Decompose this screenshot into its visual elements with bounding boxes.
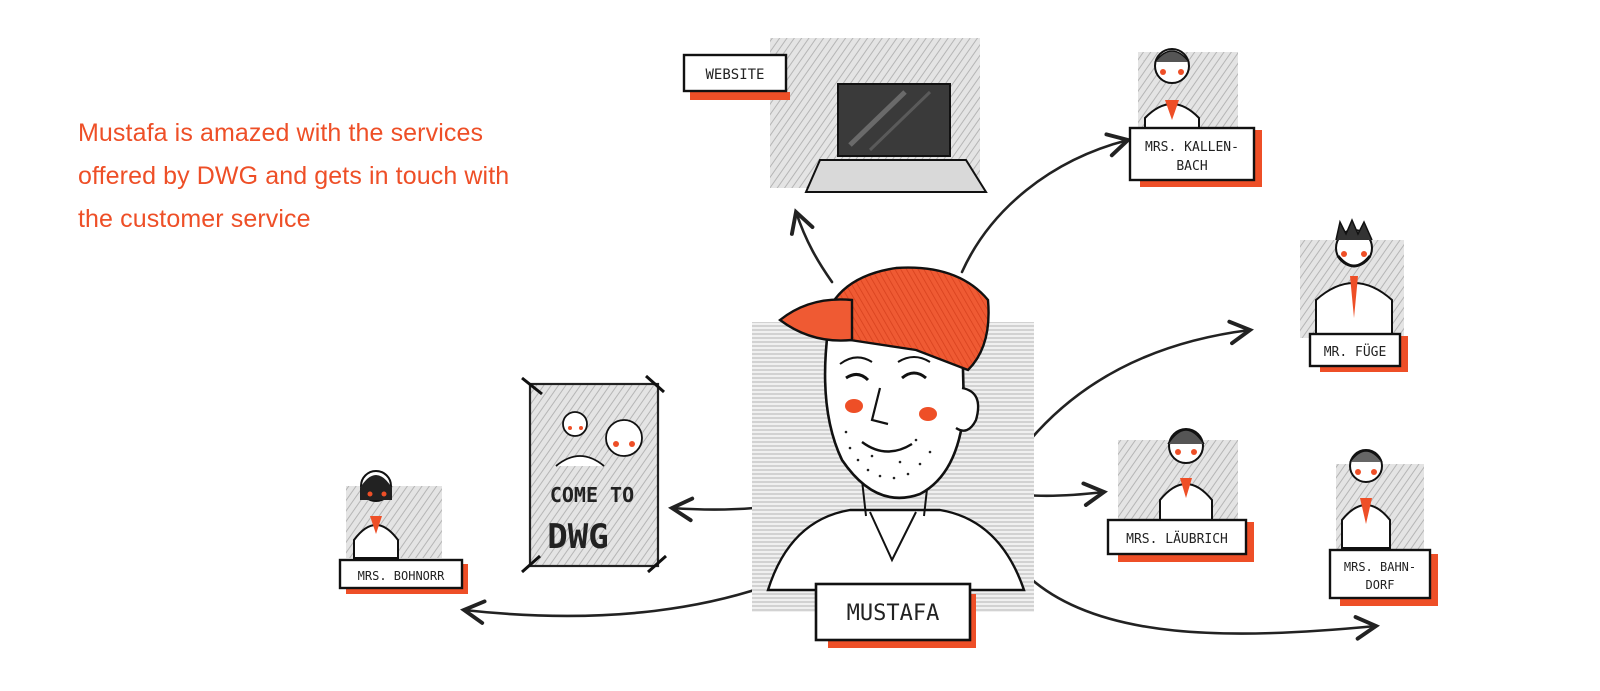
arrow-to-laubrich: [1024, 481, 1108, 507]
bohnorr-label: MRS. BOHNORR: [358, 569, 445, 583]
arrow-to-kallenbach: [960, 132, 1132, 274]
mustafa-label-box: [814, 582, 972, 642]
arrow-to-bahndorf: [1028, 576, 1380, 641]
fuge-label: MR. FÜGE: [1324, 343, 1387, 360]
intro-text: Mustafa is amazed with the services offe…: [78, 119, 510, 233]
laubrich-node: MRS. LÄUBRICH: [1106, 428, 1254, 562]
bahndorf-label-line1: MRS. BAHN-: [1344, 560, 1416, 574]
fuge-node: MR. FÜGE: [1300, 218, 1408, 372]
mustafa-face-icon: [823, 328, 966, 500]
website-node: WEBSITE: [682, 38, 988, 193]
laptop-base-icon: [804, 159, 988, 193]
kallenbach-label-line1: MRS. KALLEN-: [1145, 140, 1239, 155]
bahndorf-label-line2: DORF: [1366, 578, 1395, 592]
website-label: WEBSITE: [705, 67, 764, 83]
website-label-box: [682, 53, 788, 93]
connector-arrows: [460, 132, 1380, 641]
laubrich-label: MRS. LÄUBRICH: [1126, 531, 1228, 547]
mustafa-label: MUSTAFA: [847, 601, 940, 626]
kallenbach-node: MRS. KALLEN- BACH: [1128, 48, 1262, 187]
poster-line1: COME TO: [550, 483, 634, 507]
bahndorf-node: MRS. BAHN- DORF: [1328, 449, 1438, 606]
mustafa-node: MUSTAFA: [752, 266, 1034, 648]
laptop-screen-icon: [837, 83, 951, 157]
arrow-to-fuge: [1028, 319, 1254, 442]
poster-node: COME TO DWG: [521, 374, 667, 574]
arrow-to-website: [789, 208, 834, 284]
kallenbach-label-line2: BACH: [1176, 159, 1207, 174]
arrow-to-poster: [667, 496, 756, 523]
bohnorr-node: MRS. BOHNORR: [338, 470, 468, 594]
red-cap-icon: [820, 266, 990, 372]
poster-line2: DWG: [547, 517, 608, 557]
